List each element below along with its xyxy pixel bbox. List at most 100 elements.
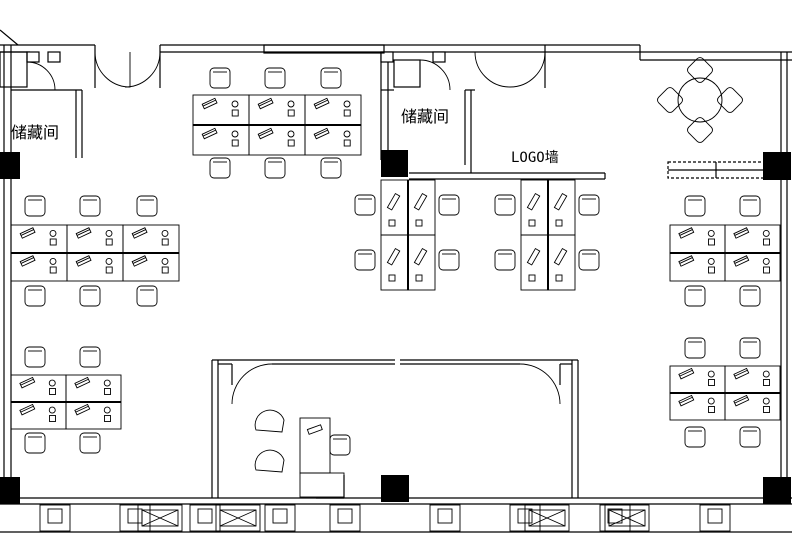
desk-accessory — [528, 274, 536, 282]
office-chair — [79, 432, 101, 454]
computer-monitor — [131, 255, 148, 267]
window-unit — [215, 504, 261, 532]
monitor-shape — [413, 192, 428, 211]
office-chair — [684, 426, 706, 448]
desk-accessory — [231, 139, 239, 147]
monitor-shape — [201, 97, 218, 110]
monitor-shape — [313, 97, 330, 110]
furniture — [10, 57, 781, 498]
office-chair — [24, 346, 46, 368]
window-bay — [264, 504, 296, 532]
desk-accessory — [708, 238, 715, 246]
monitor-line — [679, 369, 693, 377]
door-swing-meeting-right — [519, 363, 561, 405]
workstation-desk — [407, 234, 436, 291]
desk-accessory — [231, 109, 239, 117]
phone-icon — [707, 370, 715, 378]
window-bay — [699, 504, 731, 532]
computer-monitor — [678, 367, 695, 380]
workstation-desk — [669, 252, 726, 282]
monitor-line — [75, 405, 89, 413]
monitor-line — [314, 99, 328, 107]
computer-monitor — [74, 403, 91, 416]
desk-accessory — [105, 266, 113, 274]
table-chair — [657, 87, 683, 113]
phone-icon — [707, 397, 715, 405]
door-jamb — [26, 51, 40, 63]
storage-room-center-label: 储藏间 — [401, 107, 449, 126]
office-chair — [354, 249, 376, 271]
monitor-shape — [526, 247, 541, 266]
office-chair — [136, 285, 158, 307]
office-chair — [578, 194, 600, 216]
monitor-shape — [75, 255, 92, 267]
chair-shape — [657, 87, 683, 113]
desk-accessory — [49, 266, 57, 274]
monitor-shape — [678, 255, 695, 267]
workstation-desk — [669, 392, 726, 421]
monitor-shape — [386, 247, 401, 266]
office-chair — [24, 195, 46, 217]
monitor-line — [734, 396, 748, 404]
monitor-line — [76, 257, 90, 264]
workstation-desk — [10, 374, 67, 403]
window-bay — [329, 504, 361, 532]
office-chair — [320, 67, 342, 89]
phone-icon — [105, 229, 113, 237]
computer-monitor — [526, 247, 541, 266]
office-chair — [494, 249, 516, 271]
door-frame — [393, 59, 421, 88]
phone-icon — [287, 100, 295, 108]
window-unit-inner — [141, 509, 179, 527]
workstation-desk — [304, 94, 362, 126]
window-cross — [528, 509, 566, 527]
office-chair — [438, 249, 460, 271]
computer-monitor — [257, 127, 274, 140]
desk-accessory — [49, 388, 56, 395]
window-pane — [437, 508, 453, 524]
monitor-shape — [733, 255, 750, 267]
phone-icon — [762, 397, 770, 405]
office-chair — [209, 67, 231, 89]
office-chair — [79, 285, 101, 307]
window-pane — [127, 508, 143, 524]
window-pane — [47, 508, 63, 524]
office-chair — [739, 195, 761, 217]
desk-accessory — [708, 266, 715, 274]
window-bay — [119, 504, 151, 532]
phone-icon — [103, 379, 111, 387]
workstation-desk — [66, 252, 124, 282]
lounge-chair — [254, 449, 285, 473]
structural-column — [381, 150, 408, 177]
door-swing-meeting-left — [231, 363, 273, 405]
computer-monitor — [733, 367, 750, 380]
structural-column — [763, 477, 791, 504]
window-unit-inner — [219, 509, 257, 527]
office-chair — [264, 67, 286, 89]
office-chair — [354, 194, 376, 216]
office-chair — [739, 426, 761, 448]
office-chair — [209, 157, 231, 179]
chair-shape — [687, 57, 713, 83]
logo-wall-label: LOGO墙 — [511, 150, 559, 166]
monitor-shape — [553, 192, 568, 211]
computer-monitor — [201, 97, 218, 110]
table-chair — [687, 57, 713, 83]
monitor-shape — [74, 376, 91, 389]
phone-icon — [231, 130, 239, 138]
workstation-desk — [669, 224, 726, 254]
window-pane — [272, 508, 288, 524]
monitor-line — [76, 229, 90, 236]
phone-icon — [49, 257, 57, 265]
walls — [0, 29, 792, 533]
workstation-desk — [724, 365, 781, 394]
chair-shape — [717, 87, 743, 113]
phone-icon — [48, 406, 56, 414]
desk-accessory — [555, 274, 563, 282]
computer-monitor — [413, 192, 428, 211]
desk-accessory — [49, 238, 57, 246]
door-jamb — [380, 51, 394, 63]
monitor-shape — [678, 394, 695, 407]
windows — [39, 504, 731, 532]
